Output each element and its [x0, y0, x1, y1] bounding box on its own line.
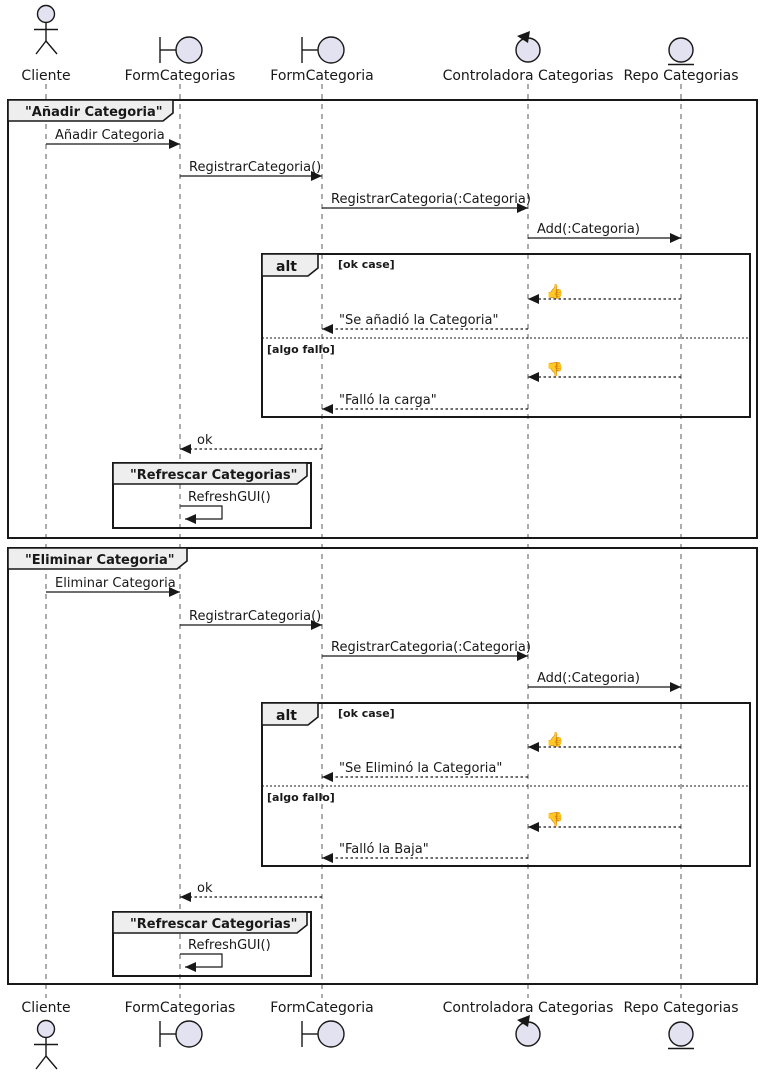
message-label: "Se añadió la Categoria": [339, 313, 498, 328]
frame-title-eliminar-categoria: "Eliminar Categoria": [25, 553, 175, 568]
actor-icon-cliente-bottom: [34, 1019, 58, 1070]
frame-anadir-categoria: [7, 99, 758, 539]
entity-circle: [668, 37, 694, 63]
frame-guard-alt-2: [ok case]: [338, 707, 395, 720]
boundary-icon-form-categoria-bottom: [301, 1020, 345, 1048]
message-label: ok: [197, 881, 213, 896]
message-label: Eliminar Categoria: [55, 576, 176, 591]
frame-title-refrescar-1: "Refrescar Categorias": [130, 468, 297, 483]
participant-label-repo-categorias-top: Repo Categorias: [623, 68, 738, 84]
participant-label-controladora-categorias-top: Controladora Categorias: [443, 68, 614, 84]
frame-alt-2: [261, 702, 751, 867]
frame-divider-label-alt-2: [algo fallo]: [267, 791, 335, 804]
entity-icon-repo-categorias-bottom: [668, 1021, 694, 1050]
control-icon-controladora-categorias-top: [515, 31, 541, 63]
frame-refrescar-1: [112, 462, 312, 529]
control-arrow: [517, 31, 530, 43]
frame-tab: [261, 702, 319, 726]
message-label: "Falló la Baja": [339, 842, 429, 857]
message-label: Add(:Categoria): [537, 222, 640, 237]
participant-label-form-categorias-top: FormCategorias: [125, 68, 236, 84]
frame-divider-label-alt-1: [algo fallo]: [267, 343, 335, 356]
message-emoji-label: 👎: [546, 811, 563, 828]
frame-title-anadir-categoria: "Añadir Categoria": [25, 105, 163, 120]
actor-leg-right: [45, 1055, 58, 1070]
participant-label-form-categorias-bottom: FormCategorias: [125, 1000, 236, 1016]
entity-icon-repo-categorias-top: [668, 37, 694, 66]
frame-alt-1: [261, 253, 751, 418]
frame-title-alt-2: alt: [276, 708, 297, 724]
message-self-arrow: [180, 953, 223, 972]
message-emoji-label: 👎: [546, 361, 563, 378]
message-label: Añadir Categoria: [55, 128, 165, 143]
frame-refrescar-2: [112, 911, 312, 977]
message-label: "Falló la carga": [339, 393, 437, 408]
message-label: "Se Eliminó la Categoria": [339, 761, 502, 776]
frame-tab: [112, 462, 308, 485]
boundary-icon-form-categoria-top: [301, 36, 345, 64]
control-icon-controladora-categorias-bottom: [515, 1015, 541, 1047]
boundary-circle: [317, 1020, 345, 1048]
message-label: RefreshGUI(): [188, 490, 271, 505]
message-self-arrow: [180, 505, 223, 524]
frame-border: [7, 99, 758, 539]
message-emoji-label: 👍: [546, 283, 563, 300]
frame-eliminar-categoria: [7, 547, 758, 985]
message-label: RegistrarCategoria(:Categoria): [331, 640, 531, 655]
message-label: RefreshGUI(): [188, 938, 271, 953]
frame-guard-alt-1: [ok case]: [338, 258, 395, 271]
message-emoji-label: 👍: [546, 731, 563, 748]
participant-label-repo-categorias-bottom: Repo Categorias: [623, 1000, 738, 1016]
actor-leg-left: [35, 40, 47, 55]
participant-label-cliente-top: Cliente: [21, 68, 70, 84]
frame-tab: [261, 253, 319, 277]
participant-label-controladora-categorias-bottom: Controladora Categorias: [443, 1000, 614, 1016]
message-label: RegistrarCategoria(:Categoria): [331, 192, 531, 207]
frame-border: [261, 702, 751, 867]
frame-title-alt-1: alt: [276, 259, 297, 275]
message-label: ok: [197, 433, 213, 448]
boundary-icon-form-categorias-bottom: [159, 1020, 203, 1048]
frame-border: [7, 547, 758, 985]
frame-tab: [7, 547, 188, 570]
participant-label-form-categoria-bottom: FormCategoria: [270, 1000, 373, 1016]
participant-label-form-categoria-top: FormCategoria: [270, 68, 373, 84]
actor-leg-right: [45, 40, 58, 55]
message-label: Add(:Categoria): [537, 671, 640, 686]
participant-label-cliente-bottom: Cliente: [21, 1000, 70, 1016]
frame-title-refrescar-2: "Refrescar Categorias": [130, 917, 297, 932]
boundary-circle: [317, 36, 345, 64]
frame-tab: [112, 911, 308, 934]
message-label: RegistrarCategoria(): [189, 609, 321, 624]
entity-circle: [668, 1021, 694, 1047]
actor-icon-cliente-top: [34, 4, 58, 55]
frame-tab: [7, 99, 174, 122]
actor-head: [36, 1019, 56, 1039]
boundary-icon-form-categorias-top: [159, 36, 203, 64]
boundary-circle: [175, 36, 203, 64]
frame-border: [261, 253, 751, 418]
boundary-circle: [175, 1020, 203, 1048]
actor-leg-left: [35, 1055, 47, 1070]
control-arrow: [517, 1015, 530, 1027]
message-label: RegistrarCategoria(): [189, 160, 321, 175]
actor-head: [36, 4, 56, 24]
